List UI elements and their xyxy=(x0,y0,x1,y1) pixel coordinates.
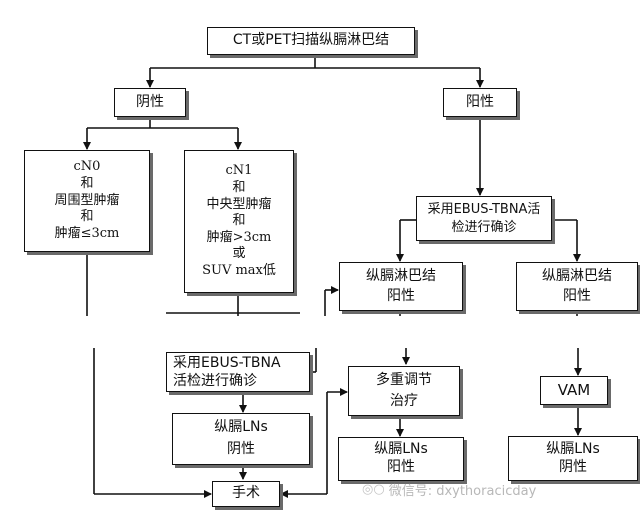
cn1-line-6: 或 xyxy=(232,246,246,262)
ct-pet-scan-box: CT或PET扫描纵膈淋巴结 xyxy=(207,27,415,55)
ebus-tbna-left-box: 采用EBUS-TBNA 活检进行确诊 xyxy=(166,352,310,392)
image-gap-band xyxy=(0,316,640,348)
cn0-line-5: 肿瘤≤3cm xyxy=(54,225,120,241)
cn0-line-1: cN0 xyxy=(73,159,101,175)
multi-treatment-box: 多重调节 治疗 xyxy=(348,366,460,416)
cn0-line-3: 周围型肿瘤 xyxy=(54,192,120,208)
ln-positive-box-1: 纵膈淋巴结 阳性 xyxy=(339,262,463,311)
ln-positive-2-line-1: 纵膈淋巴结 xyxy=(542,267,612,284)
ln-positive-2-line-2: 阳性 xyxy=(563,288,591,304)
multi-treatment-line-1: 多重调节 xyxy=(376,371,432,388)
positive-box: 阳性 xyxy=(443,88,517,117)
cn1-line-5: 肿瘤>3cm xyxy=(206,229,272,245)
ln-positive-1-line-1: 纵膈淋巴结 xyxy=(366,267,436,284)
ct-pet-scan-label: CT或PET扫描纵膈淋巴结 xyxy=(232,32,390,49)
multi-treatment-line-2: 治疗 xyxy=(390,392,418,409)
ebus-left-line-1: 采用EBUS-TBNA xyxy=(173,354,281,371)
cn1-line-4: 和 xyxy=(232,213,246,229)
ebus-tbna-right-box: 采用EBUS-TBNA活 检进行确诊 xyxy=(416,196,552,241)
lns-positive-box: 纵膈LNs 阳性 xyxy=(338,437,464,481)
vam-box: VAM xyxy=(540,376,608,405)
cn0-line-4: 和 xyxy=(80,209,94,225)
surgery-box: 手术 xyxy=(212,481,280,507)
watermark-text: 微信号: dxythoracicday xyxy=(388,483,537,499)
wechat-icon: ◎○ xyxy=(362,481,385,497)
wechat-watermark: ◎○ 微信号: dxythoracicday xyxy=(362,478,638,500)
lns-negative-box-2: 纵膈LNs 阴性 xyxy=(508,436,638,481)
cn0-line-2: 和 xyxy=(80,176,94,192)
cn0-box: cN0 和 周围型肿瘤 和 肿瘤≤3cm xyxy=(24,150,150,252)
lns-negative-2-line-2: 阴性 xyxy=(559,459,587,475)
ebus-right-line-1: 采用EBUS-TBNA活 xyxy=(427,201,541,217)
ebus-right-line-2: 检进行确诊 xyxy=(451,219,517,235)
ebus-left-line-2: 活检进行确诊 xyxy=(173,373,257,389)
ln-positive-1-line-2: 阳性 xyxy=(387,288,415,304)
negative-box: 阴性 xyxy=(114,88,186,117)
lns-positive-line-1: 纵膈LNs xyxy=(374,441,428,458)
ln-positive-box-2: 纵膈淋巴结 阳性 xyxy=(516,262,638,311)
lns-negative-1-line-1: 纵膈LNs xyxy=(214,419,268,436)
lns-negative-1-line-2: 阴性 xyxy=(227,441,255,458)
lns-positive-line-2: 阳性 xyxy=(387,459,415,476)
cn1-line-2: 和 xyxy=(232,179,246,195)
lns-negative-box-1: 纵膈LNs 阴性 xyxy=(172,413,310,465)
cn1-line-1: cN1 xyxy=(225,163,253,179)
positive-label: 阳性 xyxy=(466,93,494,110)
vam-label: VAM xyxy=(557,381,591,400)
surgery-label: 手术 xyxy=(232,485,260,502)
lns-negative-2-line-1: 纵膈LNs xyxy=(546,440,600,457)
cn1-box: cN1 和 中央型肿瘤 和 肿瘤>3cm 或 SUV max低 xyxy=(184,150,294,293)
cn1-line-7: SUV max低 xyxy=(202,263,276,279)
negative-label: 阴性 xyxy=(136,93,164,110)
cn1-line-3: 中央型肿瘤 xyxy=(206,196,272,212)
